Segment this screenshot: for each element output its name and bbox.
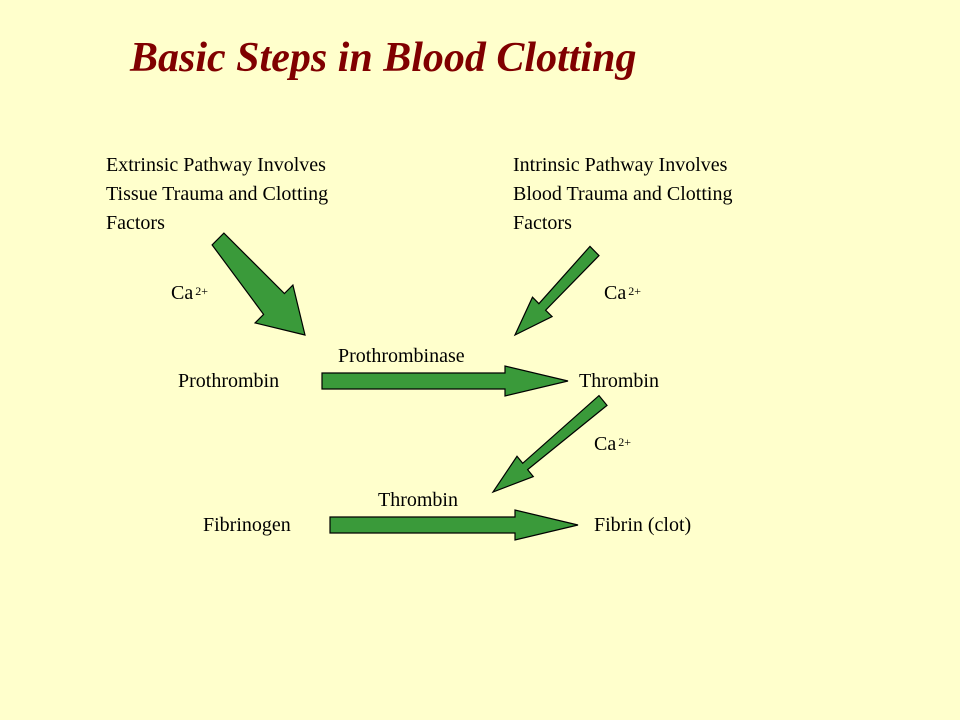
thrombin-to-fibrinogen-arrow [491,394,608,494]
node-fibrinogen: Fibrinogen [203,514,291,536]
extrinsic-pathway-text: Extrinsic Pathway Involves Tissue Trauma… [106,151,328,238]
node-thrombin: Thrombin [579,370,659,392]
calcium-charge: 2+ [618,435,631,449]
page-title: Basic Steps in Blood Clotting [130,35,637,81]
node-fibrin-clot: Fibrin (clot) [594,514,692,536]
calcium-symbol: Ca [171,282,194,304]
enzyme-prothrombinase: Prothrombinase [338,345,465,367]
intrinsic-line-3: Factors [513,212,572,234]
extrinsic-line-3: Factors [106,212,165,234]
calcium-charge: 2+ [195,284,208,298]
intrinsic-line-2: Blood Trauma and Clotting [513,183,733,205]
intrinsic-arrow [513,245,600,337]
extrinsic-line-2: Tissue Trauma and Clotting [106,183,329,205]
prothrombin-to-thrombin-arrow [321,365,569,397]
intrinsic-line-1: Intrinsic Pathway Involves [513,154,728,176]
node-prothrombin: Prothrombin [178,370,280,392]
intrinsic-pathway-text: Intrinsic Pathway Involves Blood Trauma … [513,151,732,238]
enzyme-thrombin: Thrombin [378,489,458,511]
extrinsic-line-1: Extrinsic Pathway Involves [106,154,326,176]
extrinsic-arrow [211,232,306,336]
calcium-symbol: Ca [594,433,617,455]
fibrinogen-to-fibrin-arrow [329,509,579,541]
calcium-charge: 2+ [628,284,641,298]
calcium-symbol: Ca [604,282,627,304]
